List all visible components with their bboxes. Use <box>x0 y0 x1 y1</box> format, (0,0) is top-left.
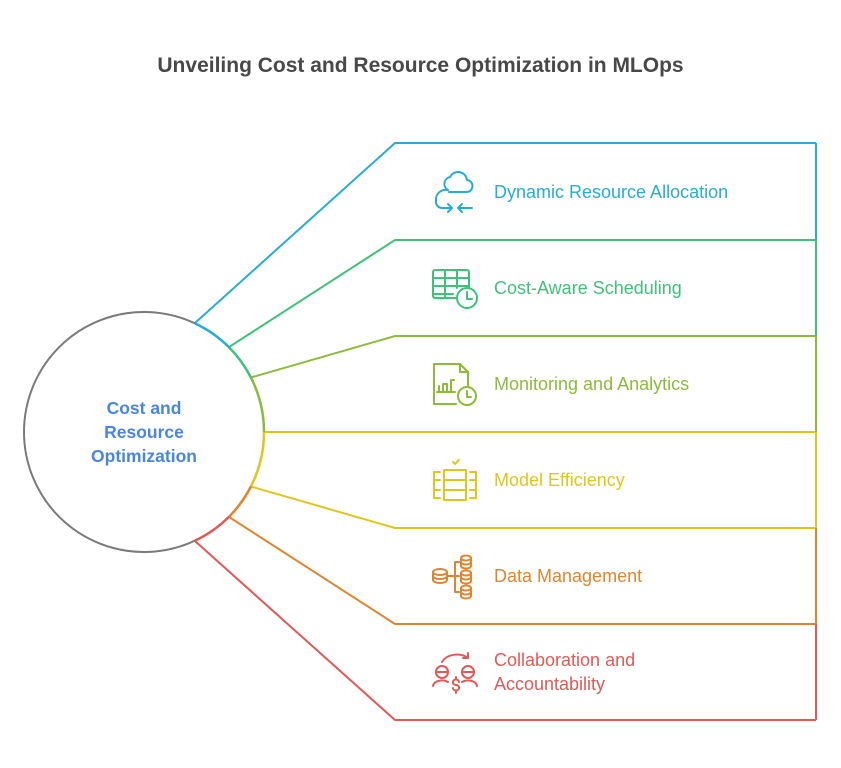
connector-line <box>228 516 816 625</box>
hub-label-line: Optimization <box>91 446 197 466</box>
branch-label: Monitoring and Analytics <box>494 374 690 394</box>
hub-arc-segment <box>249 376 266 433</box>
hub-arc-segment <box>194 322 230 348</box>
hub-arc-segment <box>228 346 253 379</box>
branch-item-monitoring-and-analytics: Monitoring and Analytics <box>430 336 689 432</box>
hub-label: Cost and Resource Optimization <box>64 396 224 468</box>
branch-item-model-efficiency: Model Efficiency <box>430 432 625 528</box>
hub-label-line: Resource <box>104 422 184 442</box>
branch-label: Data Management <box>494 566 643 586</box>
branch-label-text: Collaboration and Accountability <box>494 650 636 694</box>
hub-arc-segment <box>249 431 266 488</box>
connector-line <box>250 485 816 529</box>
branch-label: Collaboration and Accountability <box>494 648 694 696</box>
cloud-arrows-icon <box>435 171 474 213</box>
hub-arcs <box>194 322 266 542</box>
diagram-title: Unveiling Cost and Resource Optimization… <box>157 54 684 77</box>
branch-label: Cost-Aware Scheduling <box>494 278 682 298</box>
branch-item-cost-aware-scheduling: Cost-Aware Scheduling <box>430 240 682 336</box>
connector-line <box>250 335 816 379</box>
connector-line <box>194 540 816 721</box>
people-money-exchange-icon <box>432 652 478 694</box>
branch-label: Dynamic Resource Allocation <box>494 182 729 202</box>
report-clock-icon <box>433 363 477 406</box>
branch-item-collaboration-and-accountability: Collaboration and Accountability <box>430 624 694 720</box>
hub-arc-segment <box>194 516 230 542</box>
connector-line <box>228 239 816 348</box>
hub-arc-segment <box>228 485 253 518</box>
connector-line <box>194 142 816 324</box>
database-tree-icon <box>432 554 472 600</box>
branch-label: Model Efficiency <box>494 470 625 490</box>
hub-label-line: Cost and <box>106 398 182 418</box>
branch-item-dynamic-resource-allocation: Dynamic Resource Allocation <box>430 144 728 240</box>
stacked-model-check-icon <box>433 459 477 501</box>
branch-item-data-management: Data Management <box>430 528 642 624</box>
calendar-clock-icon <box>432 269 478 309</box>
connectors <box>194 142 817 721</box>
